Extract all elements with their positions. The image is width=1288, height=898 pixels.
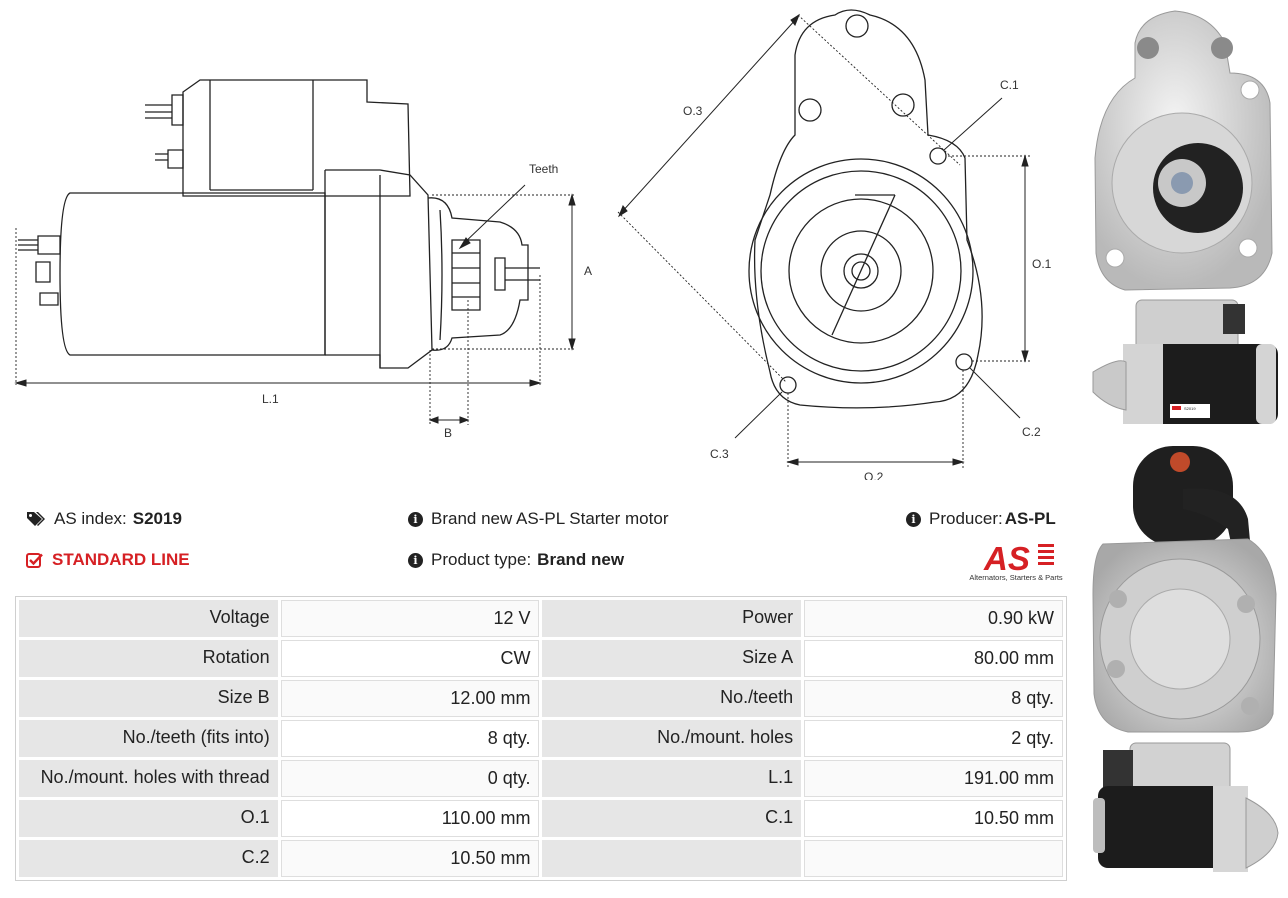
solenoid-outline <box>182 79 411 197</box>
label-l1: L.1 <box>262 392 279 406</box>
spec-value: 10.50 mm <box>280 840 540 877</box>
label-o2: O.2 <box>864 470 884 480</box>
info-icon: i <box>408 511 423 527</box>
spec-key: C.2 <box>19 840 278 877</box>
spec-value: 0.90 kW <box>804 600 1063 637</box>
photo-side-view: S2019 <box>1092 299 1278 424</box>
spec-key: O.1 <box>19 800 278 837</box>
photo-rear-view <box>1092 446 1277 733</box>
info-icon: i <box>408 552 423 568</box>
spec-key <box>542 840 802 877</box>
technical-drawing: Teeth A B L.1 <box>14 9 1052 480</box>
label-teeth: Teeth <box>529 162 558 176</box>
motor-body-outline <box>59 192 326 356</box>
logo-tagline: Alternators, Starters & Parts <box>969 573 1063 582</box>
label-c1: C.1 <box>1000 78 1019 92</box>
spec-value: 8 qty. <box>280 720 540 757</box>
as-pl-logo: AS Alternators, Starters & Parts <box>966 540 1066 584</box>
description: i Brand new AS-PL Starter motor <box>408 509 668 529</box>
label-o1: O.1 <box>1032 257 1052 271</box>
label-c2: C.2 <box>1022 425 1041 439</box>
as-index-value: S2019 <box>132 509 182 528</box>
spec-value: 12.00 mm <box>280 680 540 717</box>
standard-line: STANDARD LINE <box>26 550 190 570</box>
tags-icon <box>26 511 46 527</box>
standard-line-text: STANDARD LINE <box>52 550 190 569</box>
spec-key: Power <box>542 600 802 637</box>
spec-value: 191.00 mm <box>804 760 1063 797</box>
table-row: No./teeth (fits into)8 qty.No./mount. ho… <box>19 720 1063 757</box>
product-type-label: Product type: <box>431 550 532 569</box>
info-icon: i <box>906 511 921 527</box>
spec-value: 8 qty. <box>804 680 1063 717</box>
spec-value: CW <box>280 640 540 677</box>
as-index-label: AS index: <box>54 509 127 528</box>
spec-key: C.1 <box>542 800 802 837</box>
label-a: A <box>584 264 592 278</box>
check-square-icon <box>26 552 44 568</box>
spec-key: No./teeth (fits into) <box>19 720 278 757</box>
spec-value: 110.00 mm <box>280 800 540 837</box>
spec-key: Rotation <box>19 640 278 677</box>
product-type: i Product type: Brand new <box>408 550 624 570</box>
spec-value <box>804 840 1063 877</box>
spec-key: Voltage <box>19 600 278 637</box>
producer-value: AS-PL <box>1004 509 1056 528</box>
label-c3: C.3 <box>710 447 729 461</box>
photo-front-view <box>1094 10 1273 291</box>
spec-key: Size A <box>542 640 802 677</box>
producer-label: Producer: <box>929 509 1003 528</box>
label-b: B <box>444 426 452 440</box>
spec-value: 12 V <box>280 600 540 637</box>
flange-outline <box>753 9 983 409</box>
spec-key: No./mount. holes with thread <box>19 760 278 797</box>
product-type-value: Brand new <box>537 550 625 569</box>
spec-key: Size B <box>19 680 278 717</box>
photo-angled-view <box>1093 742 1279 872</box>
spec-key: No./teeth <box>542 680 802 717</box>
producer: i Producer: AS-PL <box>906 509 1056 529</box>
photo-badge-text: S2019 <box>1184 406 1196 411</box>
spec-key: L.1 <box>542 760 802 797</box>
spec-value: 10.50 mm <box>804 800 1063 837</box>
spec-value: 80.00 mm <box>804 640 1063 677</box>
label-o3: O.3 <box>683 104 703 118</box>
spec-value: 0 qty. <box>280 760 540 797</box>
logo-mark: AS <box>983 540 1030 574</box>
as-index: AS index: S2019 <box>26 509 182 529</box>
description-text: Brand new AS-PL Starter motor <box>431 509 669 528</box>
spec-key: No./mount. holes <box>542 720 802 757</box>
spec-value: 2 qty. <box>804 720 1063 757</box>
